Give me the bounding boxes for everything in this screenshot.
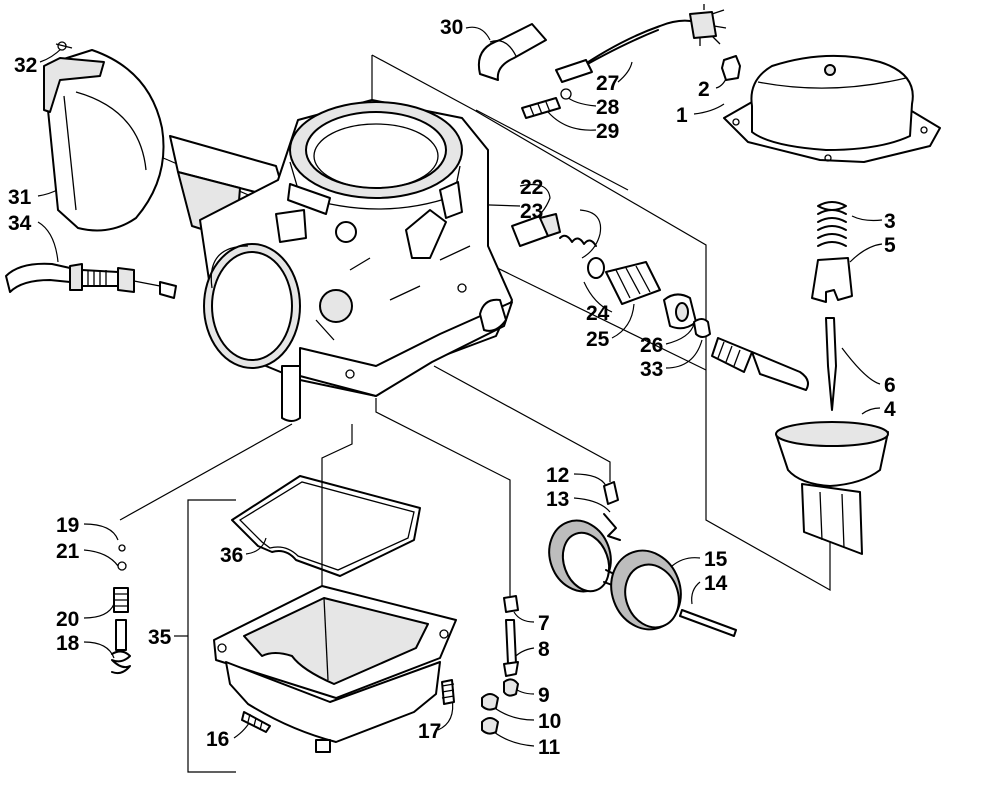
callout-34: 34 — [8, 212, 32, 235]
idle-screw-part — [111, 544, 131, 675]
callout-20: 20 — [56, 608, 79, 631]
callout-27: 27 — [596, 72, 619, 95]
callout-2: 2 — [698, 78, 710, 101]
drain-screw-part — [241, 679, 455, 733]
callout-21: 21 — [56, 540, 80, 563]
needle-spring-part — [811, 201, 853, 411]
top-cover-part — [721, 54, 941, 163]
bowl-gasket-part — [231, 475, 421, 577]
callout-19: 19 — [56, 514, 79, 537]
callout-13: 13 — [546, 488, 569, 511]
callout-4: 4 — [884, 398, 896, 421]
callout-labels: 32 31 34 30 27 28 29 2 1 3 5 6 4 22 23 2… — [8, 16, 896, 759]
callout-25: 25 — [586, 328, 610, 351]
callout-14: 14 — [704, 572, 728, 595]
callout-3: 3 — [884, 210, 896, 233]
float-bowl-part — [213, 585, 457, 753]
callout-23: 23 — [520, 200, 543, 223]
jet-assembly-part — [511, 213, 809, 391]
callout-7: 7 — [538, 612, 550, 635]
float-part — [548, 519, 737, 637]
callout-6: 6 — [884, 374, 896, 397]
callout-1: 1 — [676, 104, 688, 127]
callout-31: 31 — [8, 186, 32, 209]
callout-30: 30 — [440, 16, 463, 39]
pilot-screw-part — [5, 262, 177, 299]
callout-24: 24 — [586, 302, 610, 325]
callout-35: 35 — [148, 626, 172, 649]
callout-11: 11 — [538, 736, 561, 759]
vent-tube-part — [478, 23, 547, 81]
needle-valve-part — [481, 595, 519, 735]
float-clip-part — [603, 481, 621, 541]
throttle-cable-part — [521, 4, 727, 119]
callout-8: 8 — [538, 638, 550, 661]
callout-10: 10 — [538, 710, 561, 733]
throttle-slide-part — [775, 421, 889, 555]
callout-32: 32 — [14, 54, 37, 77]
callout-17: 17 — [418, 720, 441, 743]
callout-22: 22 — [520, 176, 543, 199]
float-cover-part — [43, 41, 165, 232]
callout-16: 16 — [206, 728, 229, 751]
callout-36: 36 — [220, 544, 243, 567]
callout-18: 18 — [56, 632, 80, 655]
callout-5: 5 — [884, 234, 896, 257]
callout-29: 29 — [596, 120, 619, 143]
carburetor-body-part — [169, 99, 513, 422]
callout-26: 26 — [640, 334, 663, 357]
callout-15: 15 — [704, 548, 728, 571]
callout-33: 33 — [640, 358, 663, 381]
callout-28: 28 — [596, 96, 620, 119]
callout-9: 9 — [538, 684, 550, 707]
callout-12: 12 — [546, 464, 569, 487]
